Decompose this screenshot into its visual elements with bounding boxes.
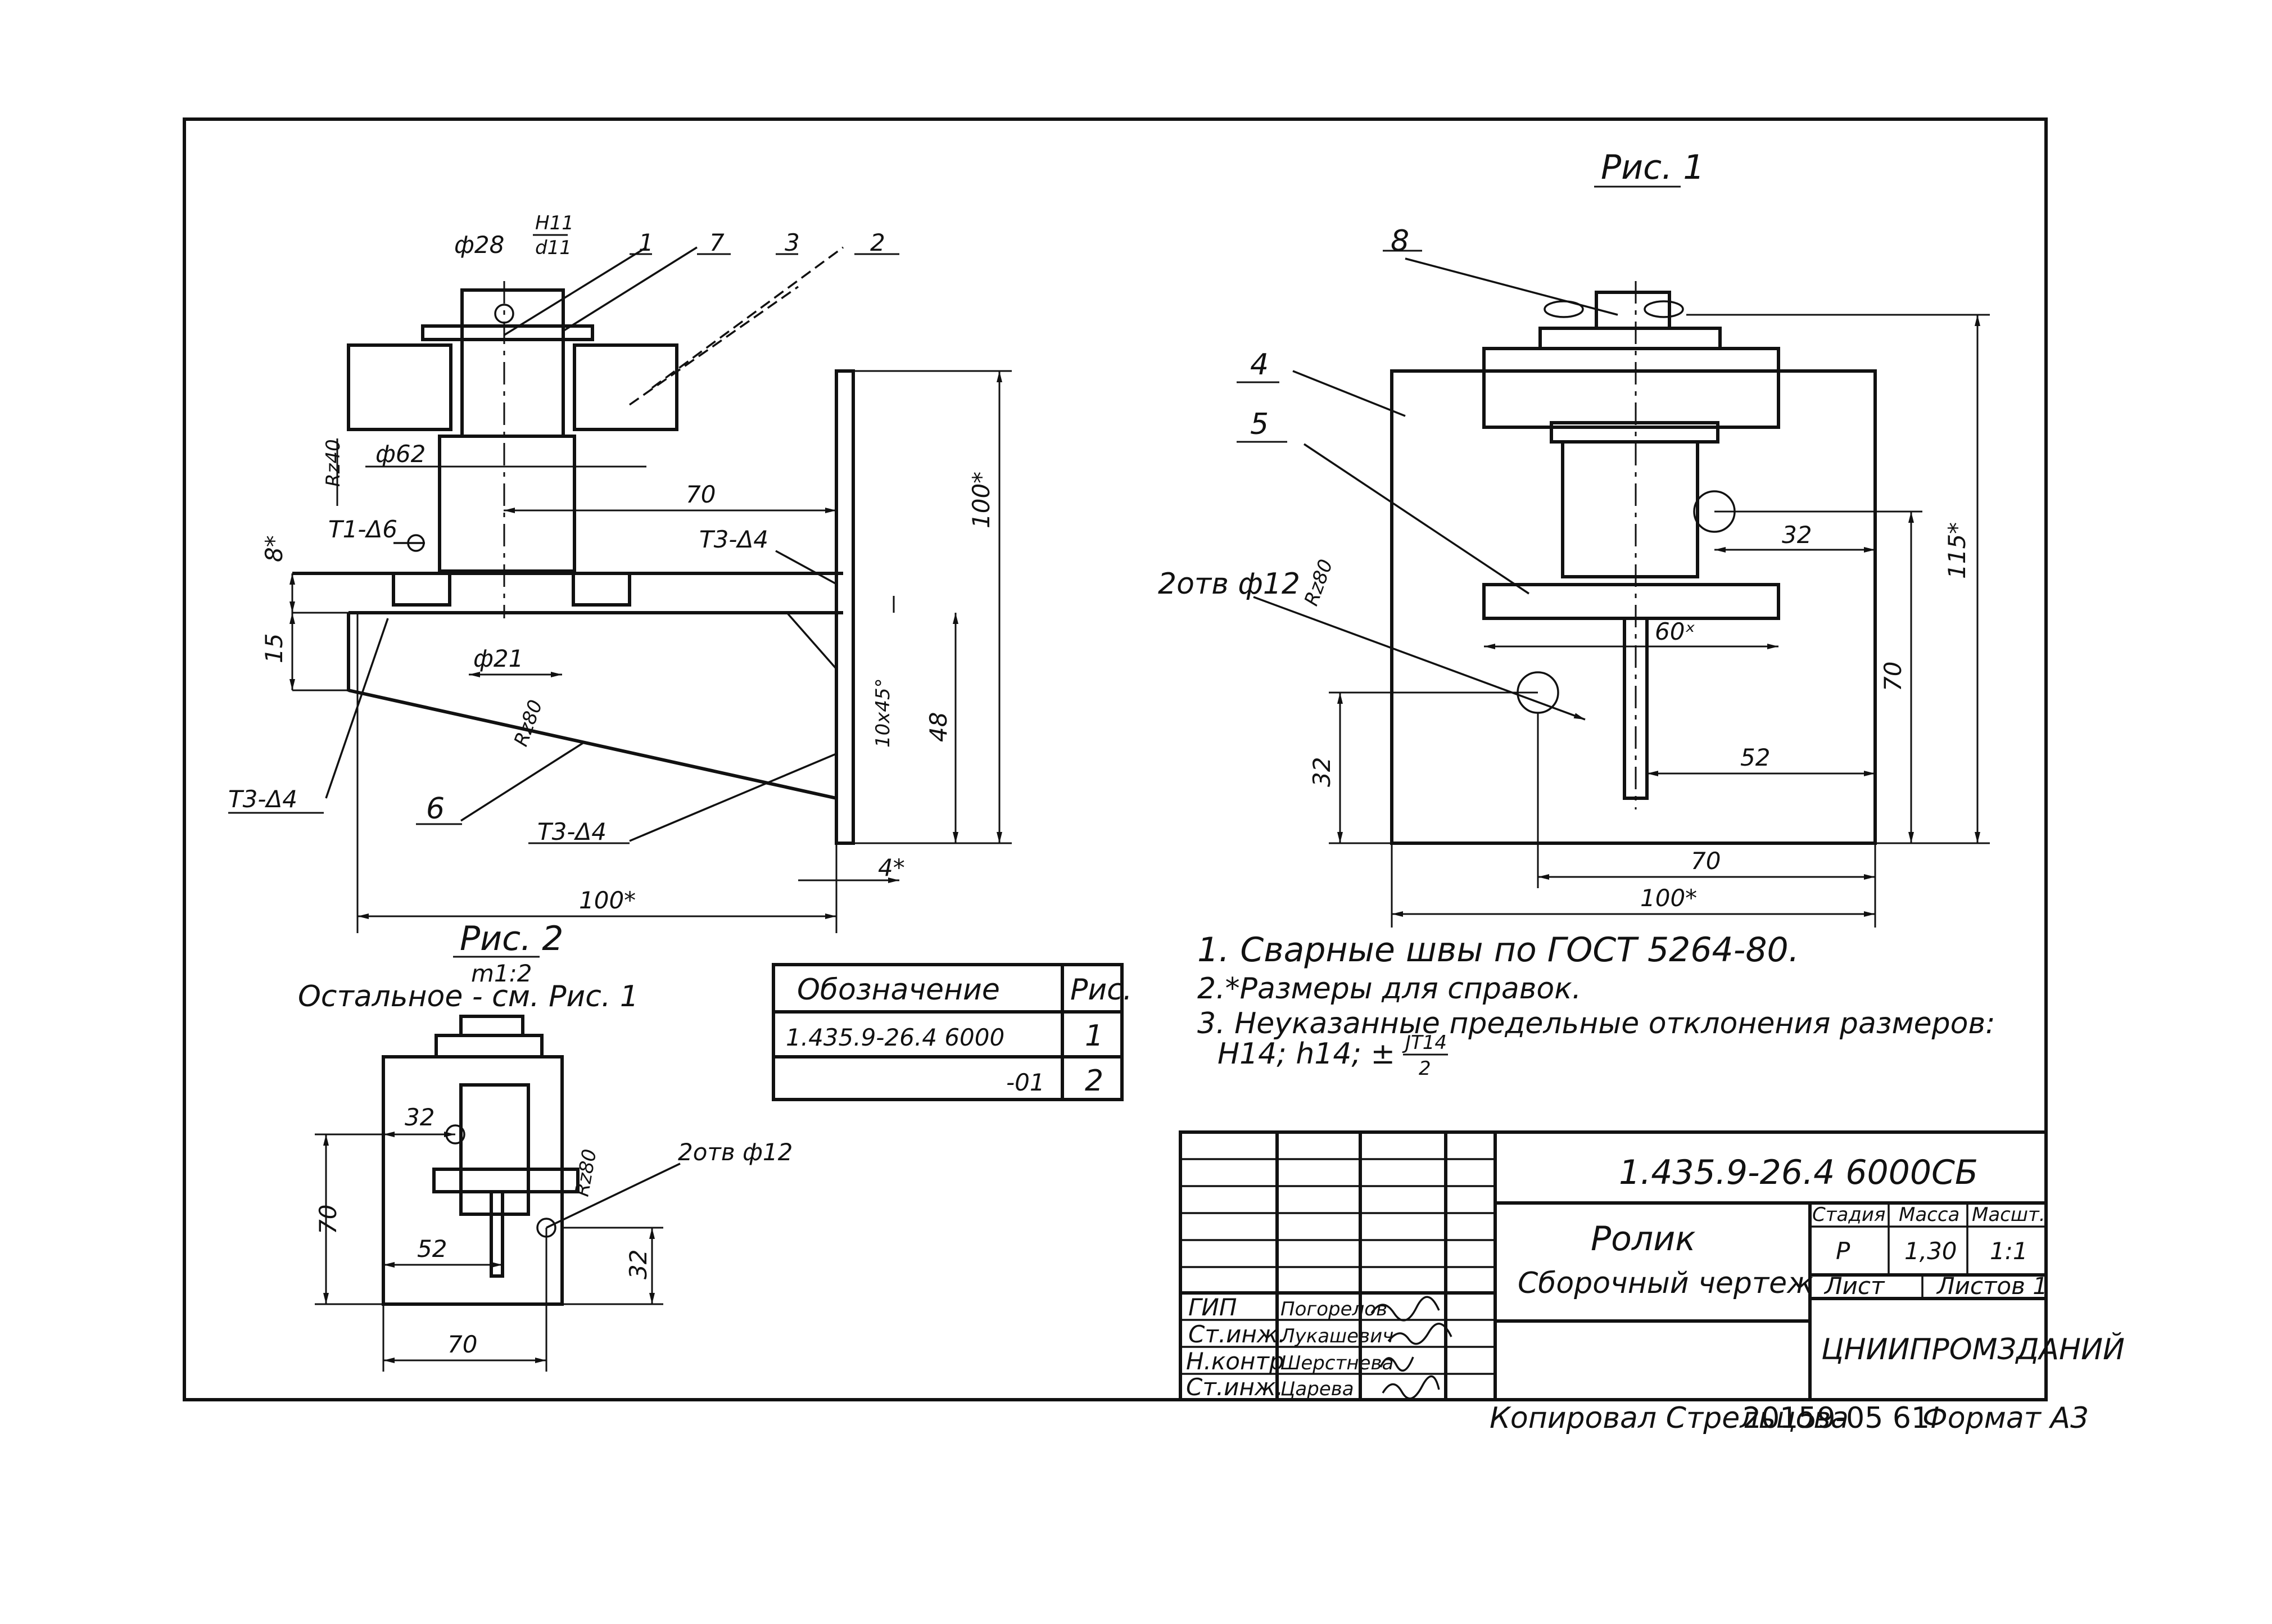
- sheet-frame: [183, 117, 2048, 1401]
- fig1-dim-115: 115*: [1943, 522, 1971, 579]
- fig1-dim-70v: 70: [1879, 662, 1907, 691]
- note-3: 3. Неуказанные предельные отклонения раз…: [1197, 1007, 1995, 1041]
- spec-header-designation: Обозначение: [797, 973, 1000, 1007]
- signature-2: [1387, 1323, 1452, 1345]
- fig2-weld-t3-bot: Т3-Δ4: [537, 818, 607, 845]
- signer-4-role: Ст.инж.: [1186, 1373, 1283, 1401]
- small-dim-70: 70: [447, 1331, 477, 1358]
- title-scale: 1:1: [1990, 1237, 2028, 1265]
- title-col-scale: Масшт.: [1972, 1204, 2045, 1226]
- fig2-scale: m1:2: [471, 960, 532, 987]
- title-block: [1179, 1130, 2048, 1401]
- small-rough: Rz80: [571, 1147, 601, 1198]
- signer-1-name: Погорелов: [1280, 1298, 1387, 1320]
- fig2-weld-t3-top: Т3-Δ4: [699, 526, 768, 553]
- fig2-dia28: ф28: [454, 231, 504, 259]
- small-dim-70v: 70: [314, 1205, 342, 1234]
- title-sheets-label: Листов 1: [1936, 1272, 2048, 1300]
- signature-1: [1370, 1296, 1440, 1322]
- title-stage: Р: [1836, 1237, 1850, 1265]
- fig1-holes: 2отв ф12: [1158, 567, 1300, 601]
- fig2-rough-rz40: Rz40: [322, 439, 345, 487]
- fig1-dim-32: 32: [1782, 521, 1812, 549]
- spec-row-2-designation: -01: [1006, 1069, 1045, 1096]
- note-3-frac-top: JT14: [1402, 1032, 1447, 1054]
- title-name: Ролик: [1591, 1219, 1695, 1259]
- spec-header-fig: Рис.: [1070, 973, 1132, 1007]
- fig2-pos-2: 2: [870, 229, 885, 256]
- signer-3-role: Н.контр: [1186, 1347, 1284, 1375]
- fig2-dim-15: 15: [260, 634, 288, 663]
- fig2-fit-top: H11: [535, 212, 574, 234]
- signer-1-role: ГИП: [1188, 1293, 1237, 1321]
- fig2-pos-6: 6: [426, 792, 445, 826]
- fig2-fit-bot: d11: [535, 237, 572, 259]
- fig1-dim-70: 70: [1691, 847, 1721, 875]
- title-org: ЦНИИПРОМЗДАНИЙ: [1821, 1332, 2125, 1367]
- fig2-dim-100v: 100*: [967, 472, 995, 528]
- fig2-chamfer: 10х45°: [872, 678, 894, 748]
- signature-4: [1382, 1375, 1440, 1400]
- fig2-pos-1: 1: [639, 229, 654, 256]
- title-mass: 1,30: [1904, 1237, 1957, 1265]
- note-3-frac-bot: 2: [1419, 1057, 1431, 1080]
- footer-format: Формат А3: [1922, 1401, 2089, 1435]
- fig2-weld-t3-left: Т3-Δ4: [228, 785, 297, 813]
- fig2-dia21: ф21: [473, 645, 523, 672]
- note-1: 1. Сварные швы по ГОСТ 5264-80.: [1197, 930, 1799, 970]
- fig1-title: Рис. 1: [1601, 148, 1704, 187]
- fig1-dim-100: 100*: [1640, 884, 1697, 912]
- fig2-dia62: ф62: [375, 440, 426, 468]
- fig1-rough: Rz80: [1300, 557, 1338, 609]
- fig2-rough-rz80: Rz80: [510, 697, 547, 749]
- footer-copied: Копировал Стрельцова: [1490, 1401, 1849, 1435]
- footer-code: 20159-05 61: [1743, 1401, 1930, 1435]
- signature-3: [1379, 1356, 1414, 1372]
- small-dim-52: 52: [417, 1235, 447, 1263]
- small-holes: 2отв ф12: [678, 1138, 793, 1166]
- fig1-pos-4: 4: [1250, 348, 1269, 382]
- fig2-title: Рис. 2: [460, 919, 563, 958]
- signer-3-name: Шерстнева: [1280, 1352, 1393, 1374]
- fig2-dim-8: 8*: [260, 535, 288, 562]
- title-sheet-label: Лист: [1823, 1272, 1885, 1300]
- title-doc-code: 1.435.9-26.4 6000СБ: [1619, 1153, 1978, 1192]
- note-2: 2.*Размеры для справок.: [1197, 972, 1581, 1006]
- small-dim-32: 32: [405, 1103, 435, 1131]
- fig1-dim-52: 52: [1740, 744, 1770, 771]
- figure-2-section: [289, 246, 1012, 933]
- fig2-dim-100: 100*: [579, 886, 636, 914]
- spec-table: [772, 963, 1124, 1101]
- spec-row-1-designation: 1.435.9-26.4 6000: [786, 1024, 1004, 1051]
- fig2-pos-3: 3: [785, 229, 800, 256]
- fig2-note: Остальное - см. Рис. 1: [298, 980, 639, 1014]
- fig2-pos-7: 7: [709, 229, 725, 256]
- figure-small: [315, 1015, 681, 1372]
- fig2-weld-t1: Т1-Δ6: [328, 515, 397, 543]
- title-col-mass: Масса: [1899, 1204, 1959, 1226]
- fig2-dim-70: 70: [686, 481, 716, 508]
- fig1-dim-32v: 32: [1308, 757, 1336, 787]
- spec-row-2-fig: 2: [1085, 1064, 1103, 1098]
- title-col-stage: Стадия: [1812, 1204, 1885, 1226]
- signer-4-name: Царева: [1280, 1378, 1354, 1400]
- fig1-pos-5: 5: [1250, 408, 1269, 441]
- note-3-tolerance: H14; h14; ±: [1218, 1037, 1395, 1071]
- fig1-dim-60x: 60ˣ: [1655, 618, 1695, 645]
- small-dim-32v: 32: [624, 1250, 652, 1279]
- fig2-dim-48: 48: [925, 712, 952, 742]
- fig1-pos-8: 8: [1391, 224, 1409, 258]
- signer-2-role: Ст.инж.: [1188, 1320, 1286, 1348]
- spec-row-1-fig: 1: [1085, 1019, 1103, 1053]
- fig2-dim-4: 4*: [878, 854, 905, 881]
- signer-2-name: Лукашевич: [1279, 1325, 1393, 1347]
- title-doc-type: Сборочный чертеж: [1518, 1266, 1813, 1300]
- figure-1: [1237, 250, 1990, 928]
